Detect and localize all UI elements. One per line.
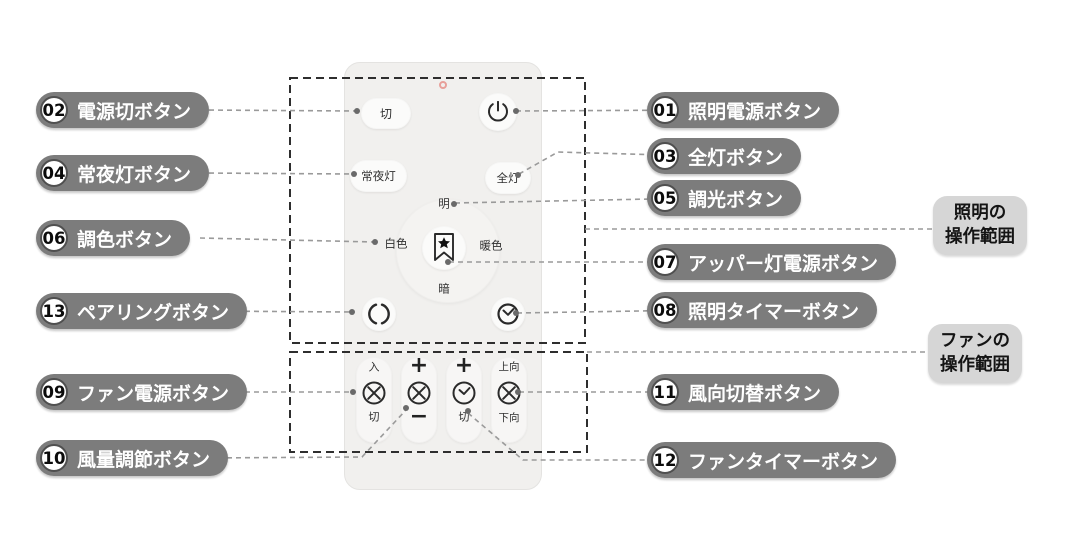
callout-number: 09 [40, 378, 68, 406]
callout-label: 全灯ボタン [688, 146, 784, 169]
pairing-icon [368, 303, 390, 325]
fan-down-label: 下向 [498, 411, 520, 424]
fan-zone-frame [289, 351, 588, 453]
fan-range-line1: ファンの [940, 331, 1010, 351]
callout-number: 07 [651, 248, 679, 276]
fan-column-speed [401, 357, 437, 443]
callout-06-color-tone: 06 調色ボタン [36, 220, 191, 256]
remote-all-light-button: 全灯 [485, 162, 531, 194]
callout-02-power-off: 02 電源切ボタン [36, 92, 210, 128]
callout-label: 照明タイマーボタン [688, 300, 860, 323]
callout-number: 01 [651, 96, 679, 124]
callout-09-fan-power: 09 ファン電源ボタン [36, 374, 248, 410]
leader-line-12 [467, 412, 700, 461]
fan-off-label: 切 [368, 410, 380, 424]
remote-light-timer-button [491, 297, 525, 331]
fan-up-label: 上向 [498, 360, 520, 373]
dial-dark-label: 暗 [438, 281, 450, 296]
callout-label: 電源切ボタン [77, 100, 192, 123]
remote-night-light-button: 常夜灯 [350, 160, 407, 192]
callout-05-dimming: 05 調光ボタン [647, 180, 802, 216]
fan-plus-label: + [409, 353, 429, 378]
remote-control: 切 常夜灯 全灯 明 白色 暖色 暗 [344, 62, 542, 490]
leader-line-06 [199, 237, 375, 243]
callout-label: 照明電源ボタン [688, 100, 822, 123]
leader-line-04 [199, 172, 353, 175]
remote-light-power-button [479, 93, 517, 131]
callout-number: 02 [40, 96, 68, 124]
fan-range-label: ファンの 操作範囲 [928, 324, 1022, 384]
remote-favorite-button [422, 226, 466, 270]
callout-number: 06 [40, 224, 68, 252]
remote-pairing-button [362, 297, 396, 331]
callout-label: ファン電源ボタン [77, 382, 230, 405]
fan-column-timer [446, 357, 482, 443]
callout-label: 風向切替ボタン [688, 382, 822, 405]
remote-light-off-button: 切 [361, 98, 411, 129]
leader-line-05 [454, 197, 701, 204]
callout-08-light-timer: 08 照明タイマーボタン [647, 292, 878, 328]
callout-number: 12 [651, 446, 679, 474]
callout-label: ペアリングボタン [77, 301, 230, 324]
callout-label: アッパー灯電源ボタン [688, 252, 879, 275]
lighting-range-line2: 操作範囲 [945, 226, 1015, 247]
lighting-range-line1: 照明の [953, 203, 1007, 223]
favorite-star-icon [434, 233, 454, 261]
dial-warm-label: 暖色 [479, 238, 503, 253]
callout-label: 調光ボタン [688, 188, 784, 211]
lighting-range-label: 照明の 操作範囲 [933, 196, 1027, 256]
callout-number: 04 [40, 159, 68, 187]
fan-column-direction [491, 357, 527, 443]
remote-night-light-label: 常夜灯 [361, 169, 396, 183]
dial-white-label: 白色 [384, 236, 408, 251]
led-indicator [439, 81, 447, 89]
callout-10-fan-speed: 10 風量調節ボタン [36, 440, 229, 476]
callout-label: 調色ボタン [77, 228, 173, 251]
callout-01-light-power: 01 照明電源ボタン [647, 92, 840, 128]
dial-bright-label: 明 [438, 196, 450, 211]
leader-line-02 [199, 109, 357, 112]
callout-13-pairing: 13 ペアリングボタン [36, 293, 248, 329]
callout-number: 08 [651, 296, 679, 324]
callout-04-night-light: 04 常夜灯ボタン [36, 155, 210, 191]
fan-on-label: 入 [368, 360, 380, 374]
leader-line-10 [199, 409, 407, 459]
leader-line-08 [516, 309, 701, 314]
leader-line-13 [199, 310, 352, 313]
lighting-zone-frame [289, 77, 586, 344]
fan-icon [407, 381, 431, 405]
connector-dots [349, 108, 521, 414]
callout-number: 10 [40, 444, 68, 472]
callout-number: 11 [651, 378, 679, 406]
callout-11-wind-direction: 11 風向切替ボタン [647, 374, 840, 410]
callout-number: 05 [651, 184, 679, 212]
callout-label: 常夜灯ボタン [77, 163, 192, 186]
fan-column-power [356, 357, 392, 443]
fan-timer-off-label: 切 [458, 410, 470, 424]
callout-03-all-light: 03 全灯ボタン [647, 138, 802, 174]
fan-range-line2: 操作範囲 [940, 354, 1010, 375]
remote-all-light-label: 全灯 [496, 171, 520, 185]
callout-number: 13 [40, 297, 68, 325]
callout-12-fan-timer: 12 ファンタイマーボタン [647, 442, 897, 478]
callout-label: 風量調節ボタン [77, 448, 211, 471]
callout-number: 03 [651, 142, 679, 170]
fan-minus-label: − [409, 404, 429, 429]
remote-light-off-label: 切 [379, 107, 392, 121]
callout-label: ファンタイマーボタン [688, 450, 879, 473]
power-icon [488, 101, 508, 122]
fan-timer-plus-label: + [454, 353, 474, 378]
fan-icon [362, 381, 386, 405]
timer-clock-icon [452, 381, 476, 405]
callout-07-upper-light: 07 アッパー灯電源ボタン [647, 244, 897, 280]
